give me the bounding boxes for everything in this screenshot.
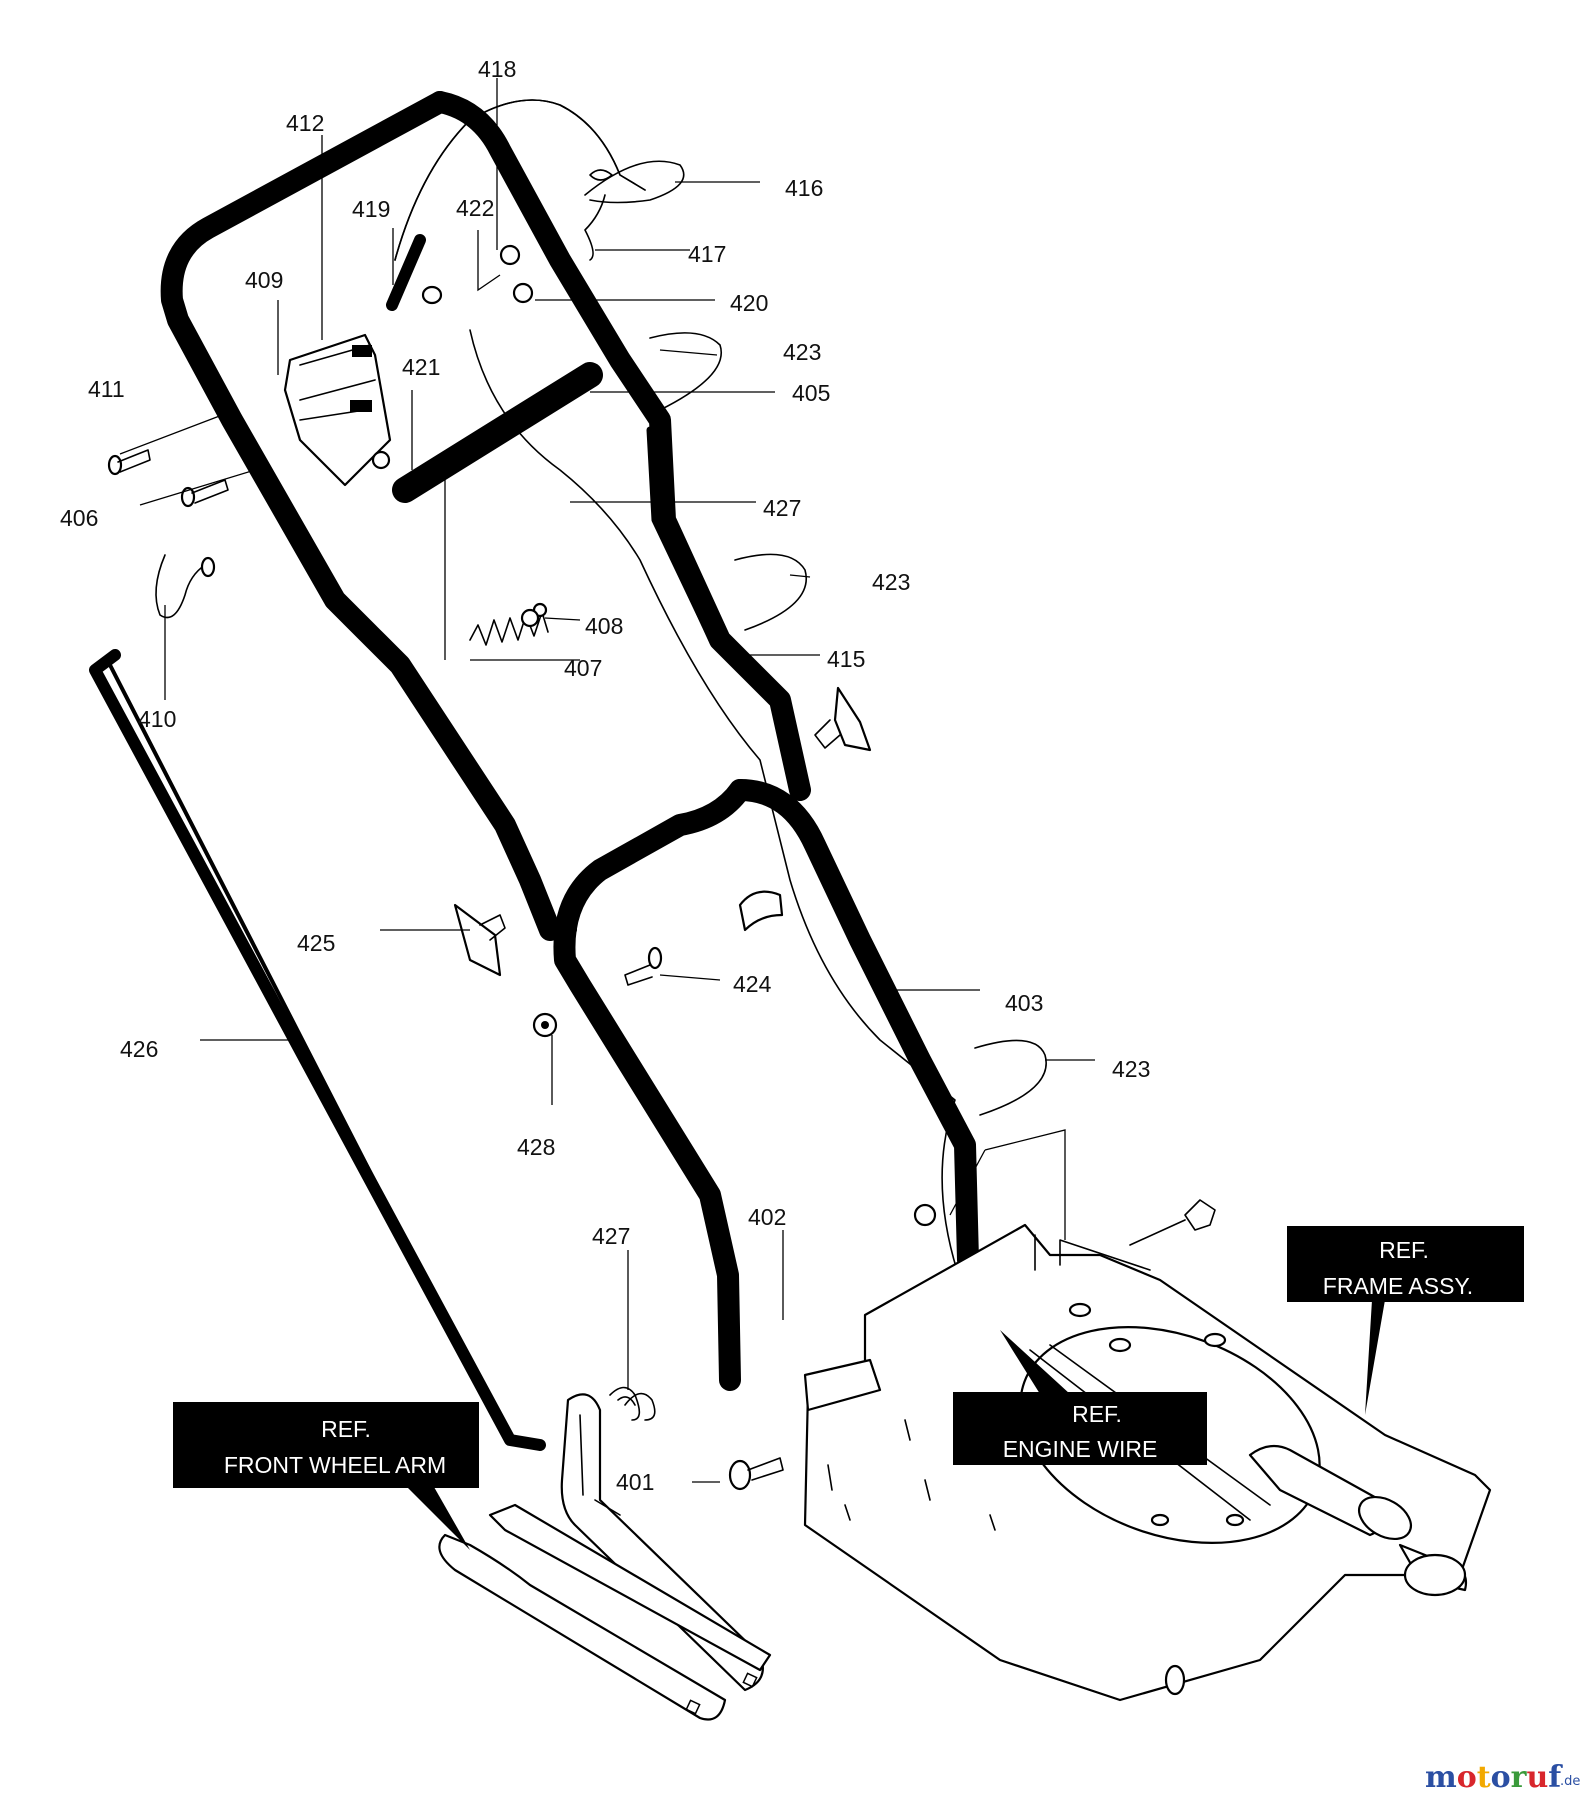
part-label-403: 403 <box>1005 990 1043 1016</box>
clevis-pin <box>624 1392 656 1421</box>
control-lever <box>392 362 603 503</box>
wing-knob <box>453 903 506 977</box>
handle-knob-upper <box>814 686 872 752</box>
watermark-logo: motoruf .de <box>1425 1760 1580 1795</box>
wm-letter-0: m <box>1425 1760 1457 1795</box>
wm-letter-4: r <box>1511 1760 1528 1795</box>
wm-letter-1: o <box>1457 1760 1477 1795</box>
part-label-427b: 427 <box>592 1223 630 1249</box>
part-label-427a: 427 <box>763 495 801 521</box>
leader-lines <box>119 78 1095 1483</box>
part-label-408: 408 <box>585 613 623 639</box>
part-label-409: 409 <box>245 267 283 293</box>
part-label-402: 402 <box>748 1204 786 1230</box>
part-label-423a: 423 <box>783 339 821 365</box>
handle-knob-lower <box>738 890 784 932</box>
part-label-417: 417 <box>688 241 726 267</box>
part-label-415: 415 <box>827 646 865 672</box>
wm-letter-3: o <box>1491 1760 1511 1795</box>
part-label-423b: 423 <box>872 569 910 595</box>
ref-front-wheel-line2: FRONT WHEEL ARM <box>224 1452 446 1478</box>
part-label-410: 410 <box>138 706 176 732</box>
part-label-412: 412 <box>286 110 324 136</box>
part-label-422: 422 <box>456 195 494 221</box>
wm-letter-6: f <box>1548 1760 1563 1795</box>
part-label-420: 420 <box>730 290 768 316</box>
ref-frame-line2: FRAME ASSY. <box>1323 1273 1473 1299</box>
rod-426 <box>89 649 546 1451</box>
part-label-406: 406 <box>60 505 98 531</box>
front-wheel-arm <box>438 1386 772 1721</box>
part-label-416: 416 <box>785 175 823 201</box>
part-label-407: 407 <box>564 655 602 681</box>
upper-handle <box>160 91 811 941</box>
part-labels: 418 412 416 419 422 417 409 420 423 411 … <box>60 56 1150 1495</box>
ref-engine-line1: REF. <box>1072 1401 1122 1427</box>
bolt-424 <box>532 946 663 1038</box>
control-bracket <box>283 333 392 487</box>
control-cable <box>469 329 981 1331</box>
part-label-425: 425 <box>297 930 335 956</box>
ref-front-wheel-arm: REF. FRONT WHEEL ARM <box>173 1402 479 1550</box>
part-label-418: 418 <box>478 56 516 82</box>
ref-frame-line1: REF. <box>1379 1237 1429 1263</box>
wm-letter-5: u <box>1526 1760 1548 1795</box>
part-label-428: 428 <box>517 1134 555 1160</box>
frame-hardware <box>728 1199 1216 1491</box>
ref-front-wheel-line1: REF. <box>321 1416 371 1442</box>
hardware <box>107 244 540 628</box>
wm-suffix: .de <box>1560 1774 1580 1789</box>
part-label-411: 411 <box>88 376 125 402</box>
cable-ties <box>649 332 1047 1116</box>
ref-engine-wire: REF. ENGINE WIRE <box>953 1330 1207 1465</box>
part-label-423c: 423 <box>1112 1056 1150 1082</box>
ref-frame-assy: REF. FRAME ASSY. <box>1287 1226 1524 1415</box>
part-label-401: 401 <box>616 1469 654 1495</box>
part-label-421: 421 <box>402 354 440 380</box>
svg-text:motoruf: motoruf <box>1425 1760 1563 1795</box>
bail-wire <box>584 160 685 261</box>
ref-engine-line2: ENGINE WIRE <box>1003 1436 1158 1462</box>
part-label-419: 419 <box>352 196 390 222</box>
part-label-424: 424 <box>733 971 772 997</box>
throttle-cable <box>386 99 646 311</box>
part-label-405: 405 <box>792 380 830 406</box>
wm-letter-2: t <box>1477 1760 1491 1795</box>
lower-handle <box>553 779 979 1391</box>
part-label-426: 426 <box>120 1036 158 1062</box>
